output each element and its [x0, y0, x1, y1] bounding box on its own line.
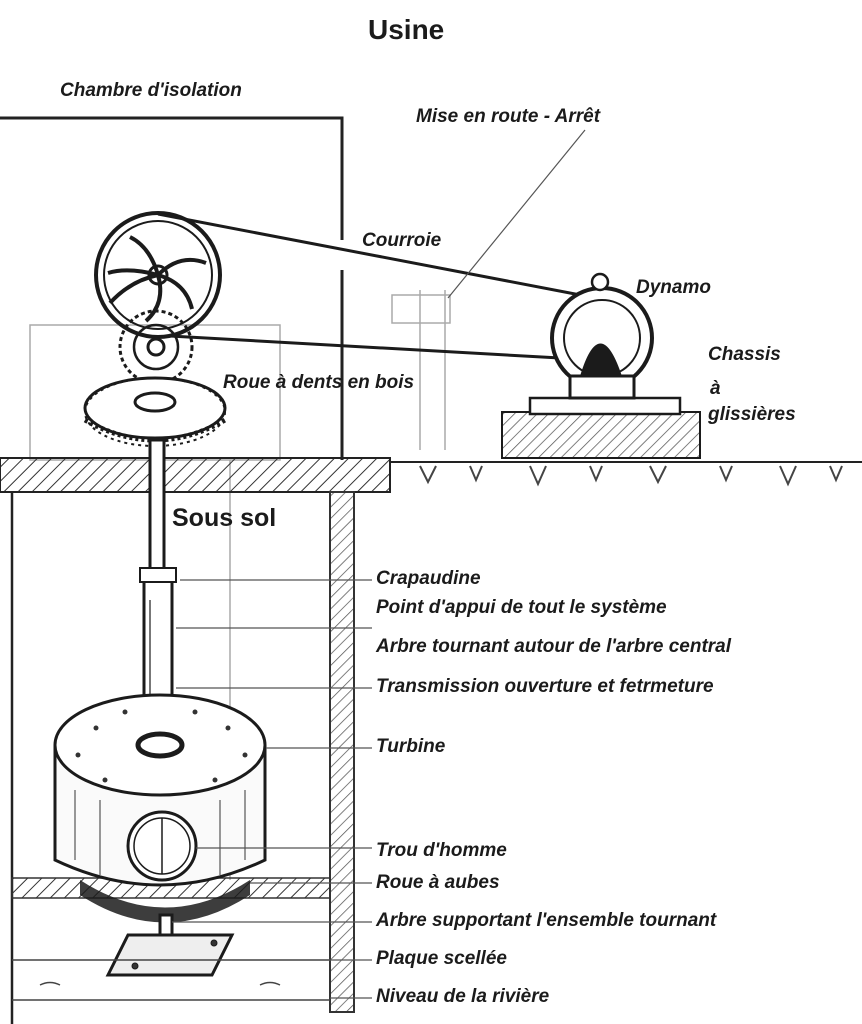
isolation-chamber: [0, 116, 344, 460]
ground-floor: [0, 457, 391, 493]
label-roue-dents: Roue à dents en bois: [223, 372, 415, 393]
label-chassis: Chassis: [708, 344, 781, 365]
label-turbine: Turbine: [376, 736, 446, 757]
paddle-wheel: [80, 880, 250, 923]
label-niveau: Niveau de la rivière: [376, 986, 550, 1007]
label-arbre-tournant: Arbre tournant autour de l'arbre central: [376, 636, 732, 657]
leader-lines: [172, 129, 586, 999]
label-arbre-supportant: Arbre supportant l'ensemble tournant: [376, 910, 717, 931]
wooden-bevel-gear: [83, 376, 227, 447]
belt: [157, 212, 597, 360]
label-glissieres: glissières: [708, 404, 796, 425]
diagram-title: Usine: [368, 14, 445, 45]
label-crapaudine: Crapaudine: [376, 568, 481, 589]
label-chassis-a: à: [710, 378, 721, 399]
ground-texture: [419, 465, 843, 487]
label-plaque: Plaque scellée: [376, 948, 507, 969]
label-dynamo: Dynamo: [636, 277, 711, 298]
dynamo: [501, 272, 701, 459]
label-chambre: Chambre d'isolation: [60, 80, 242, 101]
support-shaft: [105, 913, 235, 977]
section-sous-sol: Sous sol: [172, 504, 277, 532]
right-basement-wall: [329, 491, 355, 1013]
label-trou-homme: Trou d'homme: [376, 840, 507, 861]
pulley: [94, 211, 222, 339]
label-point-appui: Point d'appui de tout le système: [376, 597, 667, 618]
label-transmission: Transmission ouverture et fetrmeture: [376, 676, 714, 697]
small-gear: [118, 309, 194, 385]
label-mise-en-route: Mise en route - Arrêt: [416, 106, 601, 127]
label-roue-aubes: Roue à aubes: [376, 872, 500, 893]
label-courroie: Courroie: [362, 230, 442, 251]
turbine-drum: [53, 693, 267, 887]
